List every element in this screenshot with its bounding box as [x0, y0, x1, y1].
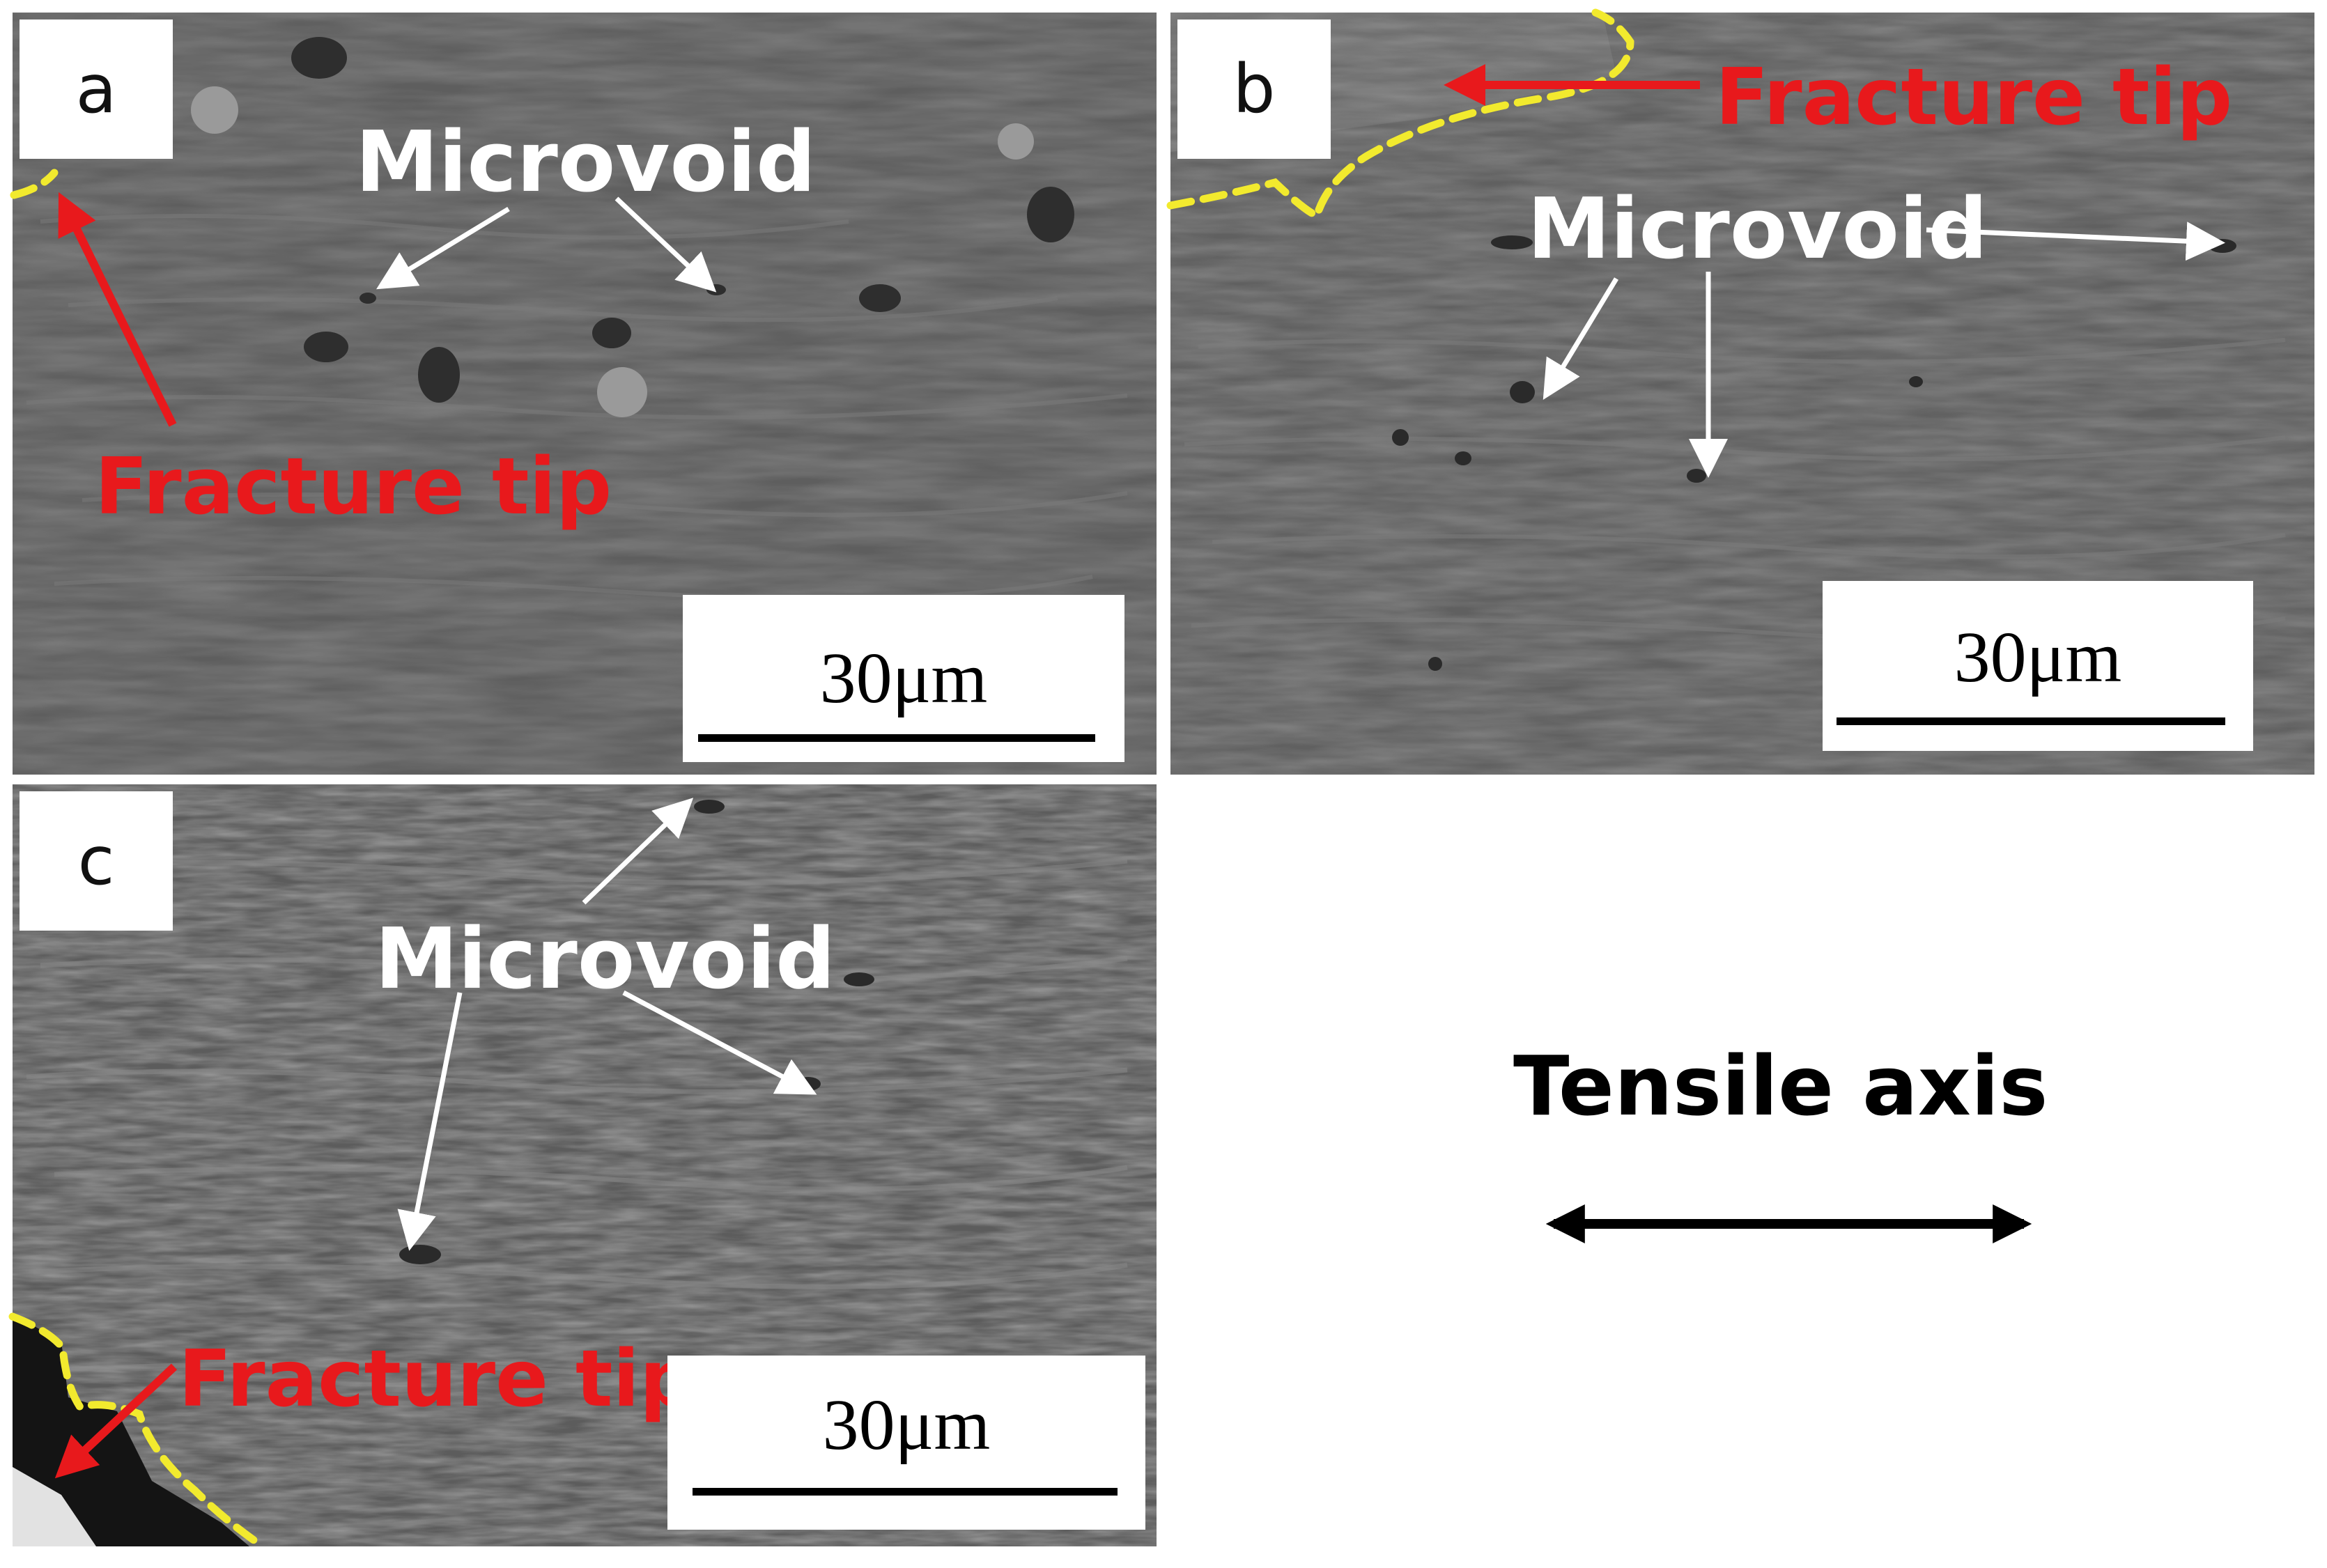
panel-letter-b: b: [1177, 20, 1331, 159]
scale-bar-label-b: 30μm: [1954, 617, 2122, 697]
fracture-tip-label-b: Fracture tip: [1715, 52, 2233, 143]
microvoid-label-b: Microvoid: [1527, 181, 1988, 278]
scale-bar-c: 30μm: [667, 1356, 1145, 1530]
scale-bar-a: 30μm: [683, 595, 1124, 762]
scale-bar-line-c: [693, 1488, 1118, 1496]
scale-bar-line-b: [1837, 717, 2225, 725]
tensile-axis-label: Tensile axis: [1513, 1038, 2048, 1134]
microvoid-label-a: Microvoid: [355, 114, 816, 211]
sem-panel-c: c Microvoid Fracture tip 30μm: [13, 784, 1157, 1546]
sem-image-a: [13, 13, 1157, 775]
scale-bar-b: 30μm: [1823, 581, 2253, 751]
scale-bar-line-a: [698, 734, 1095, 742]
fracture-tip-label-a: Fracture tip: [95, 442, 612, 532]
sem-panel-b: b Fracture tip Microvoid 30μm: [1170, 13, 2314, 775]
panel-letter-c: c: [20, 791, 173, 931]
scale-bar-label-c: 30μm: [822, 1385, 991, 1465]
scale-bar-label-a: 30μm: [819, 638, 988, 718]
microvoid-label-c: Microvoid: [375, 911, 835, 1008]
sem-panel-a: a Microvoid Fracture tip 30μm: [13, 13, 1157, 775]
fracture-tip-label-c: Fracture tip: [178, 1334, 696, 1425]
panel-letter-a: a: [20, 20, 173, 159]
